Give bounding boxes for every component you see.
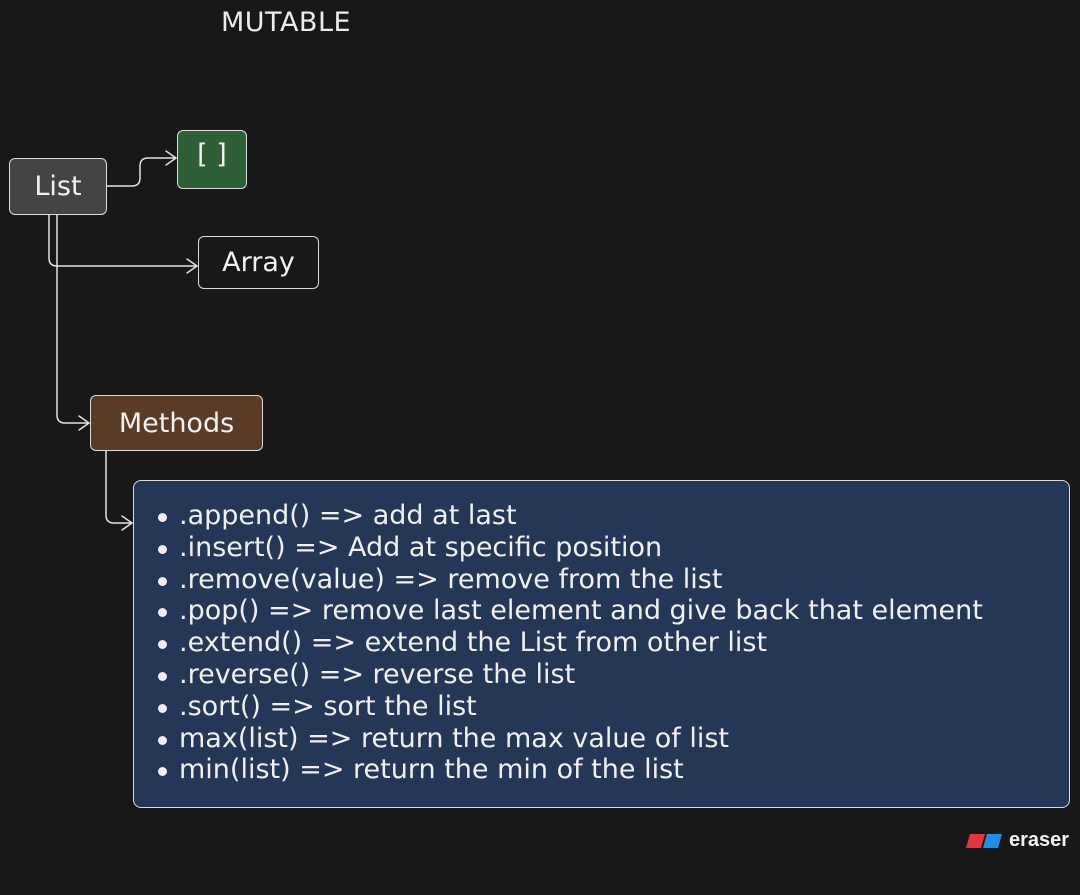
list-to-methods-connector: [56, 214, 90, 424]
methods-node[interactable]: Methods: [90, 395, 263, 451]
eraser-logo-blue-shape: [983, 833, 1002, 848]
list-to-array-arrowhead: [186, 258, 198, 274]
array-node[interactable]: Array: [198, 236, 319, 289]
methods-to-list-box-connector: [105, 450, 133, 524]
brackets-node-label: [ ]: [197, 139, 227, 170]
method-item-extend: .extend() => extend the List from other …: [156, 627, 1055, 659]
list-node[interactable]: List: [9, 158, 107, 215]
method-item-sort: .sort() => sort the list: [156, 691, 1055, 723]
eraser-brand[interactable]: eraser: [964, 829, 1069, 852]
eraser-brand-label: eraser: [1009, 829, 1070, 851]
methods-list-box[interactable]: .append() => add at last .insert() => Ad…: [133, 480, 1070, 808]
method-item-min: min(list) => return the min of the list: [156, 754, 1055, 786]
method-item-append: .append() => add at last: [156, 500, 1055, 532]
list-to-methods-arrowhead: [78, 415, 90, 431]
methods-list: .append() => add at last .insert() => Ad…: [156, 500, 1055, 786]
methods-node-label: Methods: [118, 407, 235, 439]
eraser-logo-red-shape: [966, 833, 985, 848]
methods-to-list-box-arrowhead: [121, 515, 133, 531]
method-item-insert: .insert() => Add at specific position: [156, 532, 1055, 564]
diagram-title: MUTABLE: [221, 7, 352, 38]
array-node-label: Array: [222, 247, 295, 278]
eraser-logo-icon: [966, 833, 1002, 848]
method-item-reverse: .reverse() => reverse the list: [156, 659, 1055, 691]
list-to-brackets-arrowhead: [165, 150, 177, 166]
list-node-label: List: [34, 171, 82, 202]
method-item-pop: .pop() => remove last element and give b…: [156, 595, 1055, 627]
method-item-max: max(list) => return the max value of lis…: [156, 723, 1055, 755]
list-to-brackets-connector: [106, 157, 177, 187]
method-item-remove: .remove(value) => remove from the list: [156, 564, 1055, 596]
brackets-node[interactable]: [ ]: [177, 130, 247, 189]
list-to-array-connector: [48, 214, 198, 267]
